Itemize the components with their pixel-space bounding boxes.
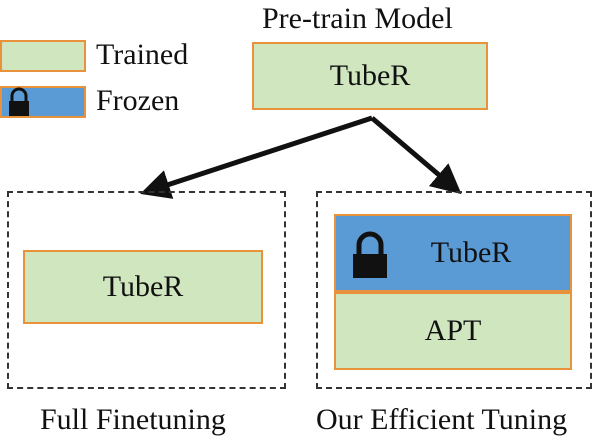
pretrain-model-label: TubeR [329, 59, 411, 92]
pretrain-title: Pre-train Model [262, 2, 453, 35]
pretrain-model-box: TubeR [252, 42, 488, 110]
apt-box: APT [334, 292, 572, 370]
frozen-tuber-label: TubeR [430, 236, 512, 269]
lock-icon [9, 87, 29, 116]
legend-trained-label: Trained [96, 38, 189, 71]
lock-icon [353, 231, 387, 278]
efficient-tuning-caption: Our Efficient Tuning [316, 403, 568, 436]
arrow-to-full-finetuning [140, 115, 373, 199]
legend-frozen-swatch [0, 86, 86, 118]
efficient-tuning-panel [316, 191, 592, 389]
arrow-to-efficient-tuning [370, 116, 462, 195]
full-finetuning-caption: Full Finetuning [40, 403, 226, 436]
legend-trained-swatch [0, 40, 86, 72]
frozen-tuber-box: TubeR [334, 214, 572, 292]
full-finetuning-model-box: TubeR [23, 250, 263, 324]
full-finetuning-panel [7, 191, 286, 389]
full-finetuning-model-label: TubeR [102, 270, 184, 303]
legend-frozen-label: Frozen [96, 84, 180, 117]
apt-label: APT [424, 314, 482, 347]
